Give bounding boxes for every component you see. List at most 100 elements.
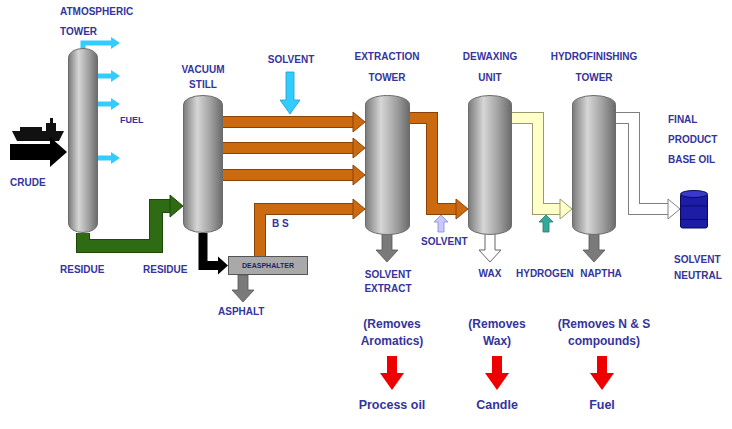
pipe-body (616, 118, 668, 209)
ship-hull (12, 131, 64, 141)
asphalt-arrow (232, 275, 254, 302)
stream-label: B S (272, 218, 289, 230)
red-arrow (485, 356, 509, 390)
extract-arrow (376, 233, 398, 262)
by-product: Process oil (359, 398, 426, 413)
pipe-body (260, 209, 353, 256)
pipe-outline (260, 209, 353, 256)
ship-bridge (46, 123, 56, 131)
stream-label: CRUDE (10, 177, 46, 189)
ship-funnel (50, 118, 53, 123)
arrow-head (353, 165, 365, 185)
flow-pipe (616, 118, 680, 219)
product-name: SOLVENT NEUTRAL (674, 252, 722, 284)
arrow-head (170, 195, 183, 217)
by-product: Candle (476, 398, 518, 413)
tower-body (469, 96, 512, 235)
flow-pipe (83, 195, 183, 246)
tower-outline (468, 95, 512, 235)
stream-label: RESIDUE (143, 264, 187, 276)
process-note: (Removes Aromatics) (361, 316, 424, 350)
arrow-head (456, 199, 468, 219)
stream-label: WAX (479, 268, 502, 280)
tower-body (69, 49, 98, 233)
process-note: (Removes Wax) (468, 316, 525, 350)
pipe-body (223, 170, 353, 180)
pipe-outline (223, 169, 353, 181)
flow-pipe (260, 199, 365, 256)
tower-heading: HYDROFINISHING TOWER (551, 46, 638, 88)
pipe-body (512, 118, 560, 209)
tower-heading: VACUUM STILL (181, 62, 224, 92)
pipe-body (203, 233, 218, 266)
arrow-head (218, 257, 228, 275)
pipe-outline (410, 118, 456, 209)
wax-arrow (479, 233, 501, 262)
arrow-head (353, 199, 365, 219)
tower-vessel: EXTRACTION TOWER (365, 95, 410, 235)
pipe-body (223, 143, 353, 153)
pipe-body (410, 118, 456, 209)
oil-drum: FINAL PRODUCT BASE OILSOLVENT NEUTRAL (680, 190, 708, 232)
tower-heading: ATMOSPHERIC TOWER (60, 2, 133, 42)
stream-label: FUEL (120, 114, 144, 126)
flow-pipe (223, 165, 365, 185)
tower-body (366, 96, 410, 235)
naptha-arrow (583, 233, 605, 262)
tower-outline (183, 95, 223, 233)
fuel-arrow (98, 98, 120, 110)
ship-icon (12, 118, 64, 141)
arrow-head (668, 199, 680, 219)
tower-outline (365, 95, 410, 235)
stream-label: HYDROGEN (516, 268, 574, 280)
drum-band (681, 205, 707, 206)
ship-deck (20, 127, 42, 131)
drum-band (681, 219, 707, 220)
red-arrow (590, 356, 614, 390)
fuel-arrow (83, 43, 111, 49)
pipe-outline (223, 116, 353, 128)
by-product: Fuel (589, 398, 615, 413)
tower-vessel: ATMOSPHERIC TOWER (68, 48, 98, 233)
stream-label: SOLVENT EXTRACT (364, 268, 411, 296)
box-body (229, 257, 308, 275)
tower-vessel: HYDROFINISHING TOWER (572, 95, 616, 235)
solvent-inlet-arrow (434, 215, 448, 232)
stream-label: NAPTHA (580, 268, 622, 280)
tower-body (184, 96, 223, 233)
stream-label: SOLVENT (268, 54, 314, 66)
tower-body (573, 96, 616, 235)
process-note: (Removes N & S compounds) (552, 316, 656, 350)
tower-heading: EXTRACTION TOWER (355, 46, 420, 88)
process-box: DEASPHALTER (228, 256, 308, 275)
stream-label: RESIDUE (60, 264, 104, 276)
pipe-outline (616, 118, 668, 209)
solvent-arrow (280, 72, 300, 114)
flow-pipe (512, 118, 572, 219)
crude-arrow (10, 137, 67, 167)
flow-pipe (410, 118, 468, 219)
hydrogen-arrow (539, 215, 553, 232)
fuel-arrow (98, 70, 120, 82)
flow-pipe (223, 138, 365, 158)
arrow-head (353, 138, 365, 158)
arrow-head (353, 112, 365, 132)
stream-label: SOLVENT (421, 236, 467, 248)
drum-lid (681, 191, 708, 198)
tower-vessel: VACUUM STILL (183, 95, 223, 233)
arrow-head (560, 199, 572, 219)
flow-pipe (203, 233, 228, 275)
flow-pipe (223, 112, 365, 132)
fuel-arrow (98, 152, 120, 164)
drum-body (681, 194, 708, 228)
tower-heading: DEWAXING UNIT (463, 46, 517, 88)
drum-outline (680, 190, 708, 232)
pipe-outline (223, 142, 353, 154)
tower-outline (68, 48, 98, 233)
tower-vessel: DEWAXING UNIT (468, 95, 512, 235)
pipe-outline (512, 118, 560, 209)
fuel-arrow-head (111, 37, 120, 49)
tower-outline (572, 95, 616, 235)
box-label: DEASPHALTER (242, 261, 294, 270)
